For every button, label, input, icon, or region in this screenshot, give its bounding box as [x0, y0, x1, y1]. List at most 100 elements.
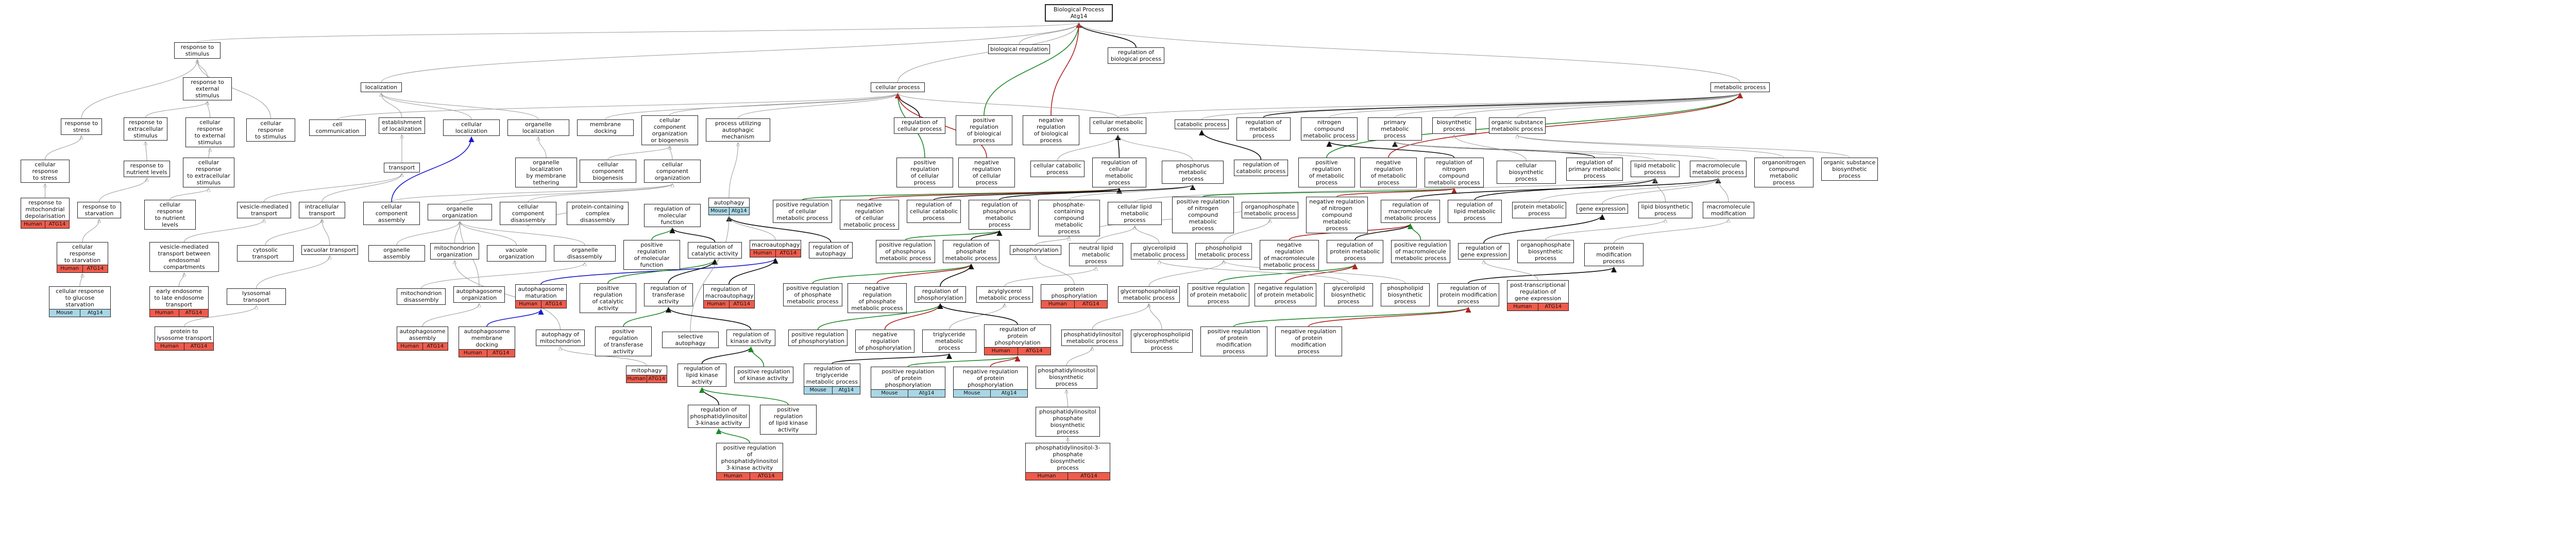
- go-term-macro-mod[interactable]: macromolecule modification: [1703, 202, 1754, 218]
- go-term-glycerophospholipid-biosyn[interactable]: glycerophospholipid biosynthetic process: [1131, 330, 1193, 353]
- go-term-reg-metab[interactable]: regulation of metabolic process: [1236, 117, 1291, 141]
- go-term-reg-kinase[interactable]: regulation of kinase activity: [726, 330, 775, 346]
- go-term-phosphatidylinositol[interactable]: phosphatidylinositol metabolic process: [1061, 330, 1123, 346]
- go-term-lysosomal-transport[interactable]: lysosomal transport: [227, 288, 286, 305]
- go-term-cell-resp-ext[interactable]: cellular response to external stimulus: [185, 117, 234, 147]
- go-term-reg-lipid-kinase[interactable]: regulation of lipid kinase activity: [677, 364, 726, 387]
- go-term-vacuolar-transport[interactable]: vacuolar transport: [301, 245, 358, 255]
- go-term-proc-auto[interactable]: process utilizing autophagic mechanism: [706, 118, 770, 142]
- go-term-pos-reg-cell[interactable]: positive regulation of cellular process: [896, 158, 953, 187]
- go-term-neg-reg-prot-metab[interactable]: negative regulation of protein metabolic…: [1255, 283, 1316, 306]
- go-term-reg-gene-expr[interactable]: regulation of gene expression: [1458, 243, 1510, 260]
- go-term-neg-reg-cell-metab[interactable]: negative regulation of cellular metaboli…: [840, 200, 899, 230]
- go-term-cell-catab[interactable]: cellular catabolic process: [1030, 161, 1084, 177]
- go-term-reg-mol-func[interactable]: regulation of molecular function: [644, 204, 701, 227]
- go-term-acylglycerol[interactable]: acylglycerol metabolic process: [976, 286, 1033, 303]
- go-term-ves-transport[interactable]: vesicle-mediated transport: [237, 202, 291, 218]
- go-term-intracell-transport[interactable]: intracellular transport: [299, 202, 345, 218]
- go-term-reg-triglyceride[interactable]: regulation of triglyceride metabolic pro…: [804, 364, 860, 394]
- go-term-pos-reg-transferase[interactable]: positive regulation of transferase activ…: [595, 326, 652, 356]
- go-term-cell-lipid[interactable]: cellular lipid metabolic process: [1108, 202, 1162, 225]
- go-term-resp-mito[interactable]: response to mitochondrial depolarisation…: [21, 198, 70, 229]
- go-term-reg-prim[interactable]: regulation of primary metabolic process: [1566, 158, 1623, 181]
- go-term-cell-comm[interactable]: cell communication: [309, 119, 366, 136]
- go-term-pos-reg-prot-mod[interactable]: positive regulation of protein modificat…: [1200, 326, 1267, 356]
- go-term-selective-autophagy[interactable]: selective autophagy: [662, 332, 719, 348]
- go-term-prot-mod[interactable]: protein modification process: [1584, 243, 1643, 266]
- go-term-lipid-biosyn[interactable]: lipid biosynthetic process: [1638, 202, 1692, 218]
- go-term-organophos-biosyn[interactable]: organophosphate biosynthetic process: [1517, 240, 1574, 263]
- go-term-reg-cell-catab[interactable]: regulation of cellular catabolic process: [907, 200, 961, 223]
- go-term-pos-reg-bp[interactable]: positive regulation of biological proces…: [956, 115, 1012, 145]
- go-term-cell-proc[interactable]: cellular process: [871, 82, 925, 92]
- go-term-bio-reg[interactable]: biological regulation: [988, 44, 1050, 54]
- go-term-bp[interactable]: Biological Process Atg14: [1045, 4, 1113, 22]
- go-term-early-endo[interactable]: early endosome to late endosome transpor…: [149, 286, 209, 317]
- go-term-neg-reg-prot-mod[interactable]: negative regulation of protein modificat…: [1275, 326, 1342, 356]
- go-term-pos-reg-cell-metab[interactable]: positive regulation of cellular metaboli…: [773, 200, 832, 223]
- go-term-mito-disassembly[interactable]: mitochondrion disassembly: [397, 288, 446, 305]
- go-term-neg-reg-nitro[interactable]: negative regulation of nitrogen compound…: [1306, 197, 1368, 233]
- go-term-reg-catalytic[interactable]: regulation of catalytic activity: [688, 242, 742, 258]
- go-term-biosyn[interactable]: biosynthetic process: [1432, 117, 1476, 134]
- go-term-memb-dock[interactable]: membrane docking: [577, 119, 634, 136]
- go-term-reg-catab[interactable]: regulation of catabolic process: [1234, 160, 1288, 176]
- go-term-resp-stim[interactable]: response to stimulus: [174, 42, 221, 59]
- go-term-vac-org[interactable]: vacuole organization: [487, 245, 546, 262]
- go-term-pos-reg-prot-metab[interactable]: positive regulation of protein metabolic…: [1188, 283, 1249, 306]
- go-term-neg-reg-bp[interactable]: negative regulation of biological proces…: [1023, 115, 1079, 145]
- go-term-phos-metab[interactable]: phosphorus metabolic process: [1162, 161, 1224, 184]
- go-term-localization[interactable]: localization: [361, 82, 402, 92]
- go-term-reg-prot-mod[interactable]: regulation of protein modification proce…: [1437, 283, 1499, 306]
- go-term-cell-resp-extra[interactable]: cellular response to extracellular stimu…: [183, 158, 234, 187]
- go-term-cc-assembly[interactable]: cellular component assembly: [363, 202, 420, 225]
- go-term-phospholipid[interactable]: phospholipid metabolic process: [1195, 243, 1252, 260]
- go-term-org-loc-memb[interactable]: organelle localization by membrane tethe…: [515, 158, 577, 187]
- go-term-pos-reg-macro[interactable]: positive regulation of macromolecule met…: [1391, 240, 1450, 263]
- go-term-prim-metab[interactable]: primary metabolic process: [1368, 117, 1422, 141]
- go-term-pos-reg-phos-metab[interactable]: positive regulation of phosphorus metabo…: [876, 240, 935, 263]
- go-term-reg-macro-metab[interactable]: regulation of macromolecule metabolic pr…: [1381, 200, 1440, 223]
- go-term-cc-org[interactable]: cellular component organization: [644, 160, 701, 183]
- go-term-cc-disassembly[interactable]: cellular component disassembly: [500, 202, 556, 225]
- go-term-phosphorylation[interactable]: phosphorylation: [1010, 245, 1061, 255]
- go-term-neg-reg-phosphorylation[interactable]: negative regulation of phosphorylation: [855, 330, 914, 353]
- go-term-reg-bp[interactable]: regulation of biological process: [1108, 47, 1164, 64]
- go-term-cell-resp-stress[interactable]: cellular response to stress: [21, 160, 70, 183]
- go-term-phospholipid-biosyn[interactable]: phospholipid biosynthetic process: [1381, 283, 1430, 306]
- go-term-org-sub-biosyn[interactable]: organic substance biosynthetic process: [1821, 158, 1878, 181]
- go-term-nitro-metab[interactable]: nitrogen compound metabolic process: [1301, 117, 1358, 141]
- go-term-reg-transferase[interactable]: regulation of transferase activity: [644, 283, 693, 306]
- go-term-org-loc[interactable]: organelle localization: [507, 119, 569, 136]
- go-term-pos-reg-metab[interactable]: positive regulation of metabolic process: [1298, 158, 1355, 187]
- go-term-glycerophospholipid[interactable]: glycerophospholipid metabolic process: [1118, 286, 1180, 303]
- go-term-org-assembly[interactable]: organelle assembly: [368, 245, 425, 262]
- go-term-cell-biosyn[interactable]: cellular biosynthetic process: [1497, 161, 1556, 184]
- go-term-neg-reg-metab[interactable]: negative regulation of metabolic process: [1360, 158, 1417, 187]
- go-term-resp-stress[interactable]: response to stress: [61, 118, 102, 135]
- go-term-gene-expr[interactable]: gene expression: [1577, 204, 1628, 214]
- go-term-neg-reg-prot-phos[interactable]: negative regulation of protein phosphory…: [953, 367, 1028, 398]
- go-term-reg-prot-metab[interactable]: regulation of protein metabolic process: [1327, 240, 1383, 263]
- go-term-autophagosome-org[interactable]: autophagosome organization: [453, 286, 505, 303]
- go-term-pos-reg-phosphorylation[interactable]: positive regulation of phosphorylation: [788, 330, 848, 346]
- go-term-resp-nutr[interactable]: response to nutrient levels: [124, 161, 170, 177]
- go-term-org-org[interactable]: organelle organization: [428, 204, 492, 220]
- go-term-pos-reg-kinase[interactable]: positive regulation of kinase activity: [734, 367, 793, 383]
- go-term-organonitro[interactable]: organonitrogen compound metabolic proces…: [1754, 158, 1814, 187]
- go-term-neg-reg-macro[interactable]: negative regulation of macromolecule met…: [1260, 240, 1319, 270]
- go-term-reg-autophagy[interactable]: regulation of autophagy: [809, 242, 853, 258]
- go-term-phosphate-metab[interactable]: phosphate-containing compound metabolic …: [1038, 200, 1100, 236]
- go-term-reg-lipid[interactable]: regulation of lipid metabolic process: [1448, 200, 1502, 223]
- go-term-pos-reg-catalytic[interactable]: positive regulation of catalytic activit…: [580, 283, 636, 313]
- go-term-neg-reg-phosphate-metab[interactable]: negative regulation of phosphate metabol…: [848, 283, 907, 313]
- go-term-reg-phos-metab[interactable]: regulation of phosphorus metabolic proce…: [969, 200, 1030, 230]
- go-term-pos-reg-pi3k[interactable]: positive regulation of phosphatidylinosi…: [716, 443, 783, 480]
- go-term-prot-metab[interactable]: protein metabolic process: [1512, 202, 1566, 218]
